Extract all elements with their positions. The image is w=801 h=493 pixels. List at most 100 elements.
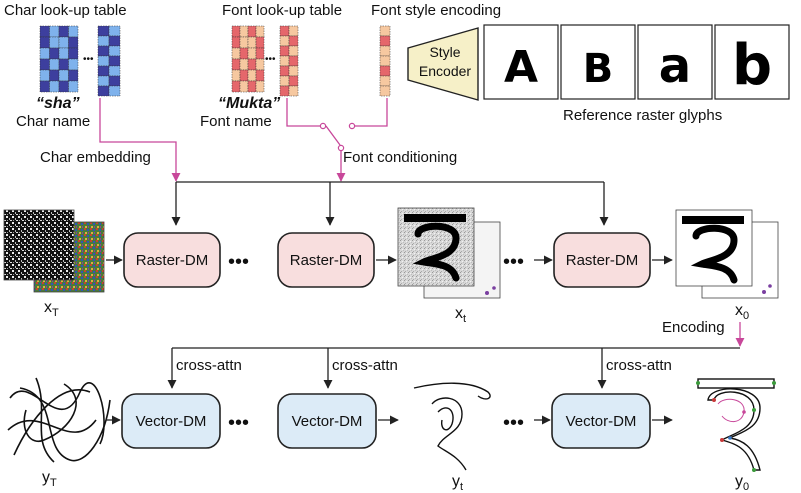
- table-cell: [58, 36, 69, 49]
- font-name-label: Font name: [200, 113, 272, 130]
- raster-dm-block: [123, 232, 221, 288]
- table-cell: [239, 36, 249, 49]
- char-name-value: “sha”: [36, 95, 80, 112]
- table-cell: [58, 47, 69, 60]
- table-cell: [231, 36, 241, 49]
- table-cell: [49, 36, 60, 49]
- table-cell: [239, 58, 249, 71]
- raster-ellipsis: •••: [503, 251, 524, 273]
- table-cell: [39, 69, 50, 82]
- noise-image-xT: [3, 209, 105, 293]
- table-cell: [239, 25, 249, 38]
- final-vector-glyph-y0: [696, 378, 776, 472]
- cross-attn-label: cross-attn: [176, 357, 242, 374]
- table-cell: [247, 25, 257, 38]
- table-cell: [255, 47, 265, 60]
- raster-dm-label: Raster-DM: [566, 252, 639, 269]
- table-cell: [288, 25, 299, 37]
- vector-dm-label: Vector-DM: [136, 413, 207, 430]
- table-cell: [247, 58, 257, 71]
- table-cell: [97, 75, 110, 87]
- vector-dm-label: Vector-DM: [292, 413, 363, 430]
- conditioning-bus: [171, 181, 609, 226]
- font-table-label: Font look-up table: [222, 2, 342, 19]
- table-cell: [108, 35, 121, 47]
- table-cell: [231, 58, 241, 71]
- table-cell: [49, 69, 60, 82]
- vector-ellipsis: •••: [503, 412, 524, 434]
- table-cell: [39, 36, 50, 49]
- font-name-value: “Mukta”: [218, 95, 280, 112]
- style-encoder-block: [407, 27, 479, 101]
- table-cell: [97, 55, 110, 67]
- table-cell: [247, 80, 257, 93]
- table-cell: [39, 47, 50, 60]
- reference-glyph: A: [504, 42, 538, 93]
- vector-dm-block: [277, 393, 377, 449]
- noise-strokes-yT: [7, 377, 111, 463]
- table-cell: [279, 65, 290, 77]
- encoding-label: Encoding: [662, 319, 725, 336]
- table-cell: [279, 25, 290, 37]
- table-cell: [279, 45, 290, 57]
- table-cell: [68, 36, 79, 49]
- table-cell: [58, 80, 69, 93]
- table-cell: [68, 58, 79, 71]
- table-cell: [279, 85, 290, 97]
- table-cell: [379, 75, 391, 87]
- raster-dm-block: [553, 232, 651, 288]
- char-table-dots: •••: [83, 54, 94, 65]
- vector-dm-block: [551, 393, 651, 449]
- style-encoder-line2: Encoder: [419, 63, 471, 79]
- table-cell: [49, 25, 60, 38]
- table-cell: [279, 35, 290, 47]
- table-cell: [49, 80, 60, 93]
- table-cell: [39, 58, 50, 71]
- table-cell: [68, 69, 79, 82]
- raster-ellipsis: •••: [228, 251, 249, 273]
- noisy-glyph-image-xt: [397, 207, 501, 299]
- table-cell: [231, 69, 241, 82]
- table-cell: [68, 25, 79, 38]
- font-conditioning-connector: [286, 98, 388, 182]
- raster-dm-label: Raster-DM: [136, 252, 209, 269]
- table-cell: [379, 85, 391, 97]
- table-cell: [239, 80, 249, 93]
- table-cell: [68, 80, 79, 93]
- style-encoder-line1: Style: [429, 44, 460, 60]
- char-name-label: Char name: [16, 113, 90, 130]
- table-cell: [58, 58, 69, 71]
- cross-attn-label: cross-attn: [606, 357, 672, 374]
- table-cell: [288, 75, 299, 87]
- table-cell: [247, 36, 257, 49]
- table-cell: [288, 55, 299, 67]
- vector-dm-block: [121, 393, 221, 449]
- vector-ellipsis: •••: [228, 412, 249, 434]
- font-conditioning-label: Font conditioning: [343, 149, 457, 166]
- table-cell: [108, 55, 121, 67]
- reference-glyph: B: [583, 46, 614, 92]
- table-cell: [288, 65, 299, 77]
- table-cell: [108, 25, 121, 37]
- table-cell: [288, 85, 299, 97]
- table-cell: [239, 69, 249, 82]
- table-cell: [379, 55, 391, 67]
- cross-attn-bus: [167, 347, 740, 389]
- table-cell: [379, 45, 391, 57]
- table-cell: [97, 45, 110, 57]
- table-cell: [247, 69, 257, 82]
- char-embedding-connector: [99, 98, 181, 182]
- char-lookup-table: •••: [39, 25, 121, 97]
- table-cell: [247, 47, 257, 60]
- yT-label: yT: [42, 469, 57, 489]
- table-cell: [68, 47, 79, 60]
- table-cell: [379, 65, 391, 77]
- table-cell: [255, 80, 265, 93]
- table-cell: [255, 36, 265, 49]
- x0-label: x0: [735, 302, 749, 322]
- table-cell: [379, 35, 391, 47]
- vector-dm-label: Vector-DM: [566, 413, 637, 430]
- table-cell: [49, 58, 60, 71]
- table-cell: [279, 75, 290, 87]
